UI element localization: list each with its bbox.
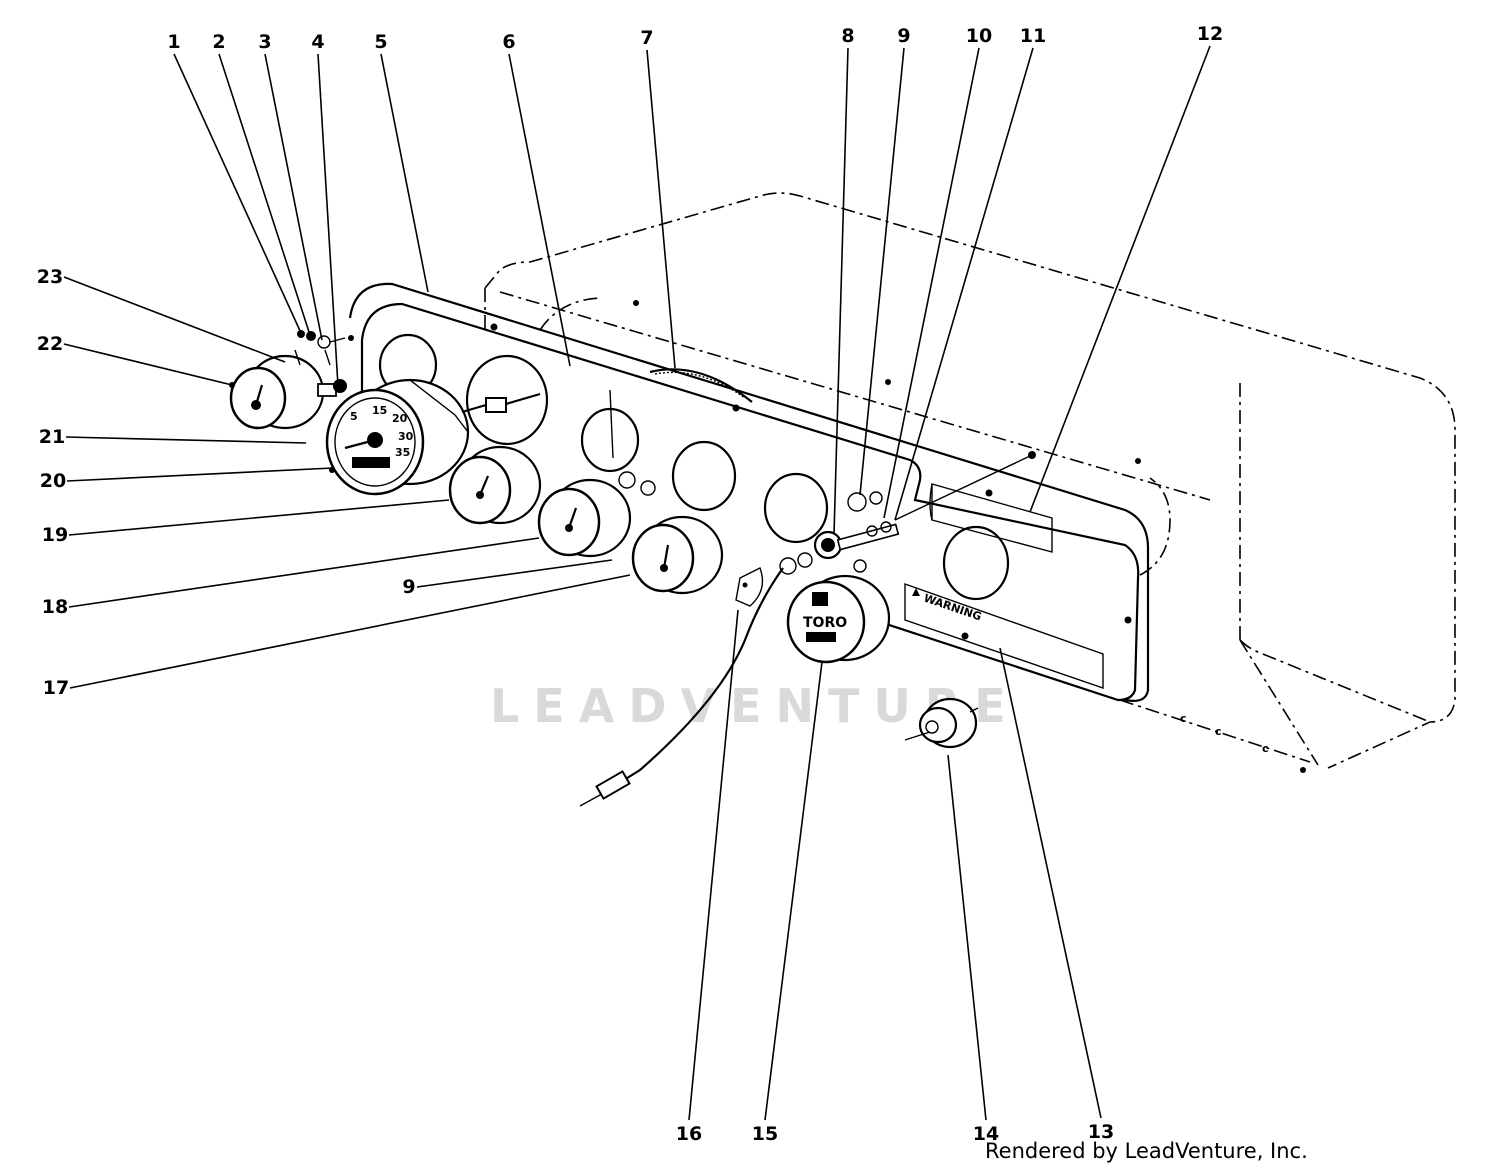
callout-18: 18 [42, 596, 68, 618]
leader-4 [317, 53, 339, 387]
leader-17 [69, 574, 631, 689]
decals: WARNING [904, 483, 1104, 689]
callout-8: 8 [841, 25, 854, 47]
leader-5 [380, 53, 429, 293]
cable-connector [461, 392, 541, 414]
leader-10 [883, 47, 980, 519]
svg-text:c: c [1262, 742, 1269, 755]
leader-7 [646, 49, 676, 369]
svg-text:15: 15 [372, 404, 387, 417]
gauge-18 [537, 471, 636, 558]
speedometer: 20 30 35 5 15 [325, 378, 470, 496]
callout-9: 9 [402, 576, 415, 598]
callout-4: 4 [311, 31, 324, 53]
leader-13 [999, 647, 1102, 1119]
callout-6: 6 [502, 31, 515, 53]
panel-holes [378, 333, 1010, 601]
callout-9: 9 [897, 25, 910, 47]
callout-2: 2 [212, 31, 225, 53]
callout-13: 13 [1088, 1121, 1114, 1143]
leader-9 [416, 559, 613, 588]
ignition-switch [813, 451, 1036, 560]
svg-text:30: 30 [398, 430, 414, 443]
leader-6 [508, 53, 571, 367]
speedometer-cable [599, 567, 784, 796]
leader-19 [68, 499, 450, 536]
callout-17: 17 [43, 677, 69, 699]
gauge-17 [631, 515, 724, 595]
gauge-22 [229, 354, 337, 430]
callout-7: 7 [640, 27, 653, 49]
callout-14: 14 [973, 1123, 999, 1145]
leader-lines [63, 45, 1211, 1121]
leader-2 [218, 53, 311, 336]
callout-19: 19 [42, 524, 68, 546]
callout-1: 1 [167, 31, 180, 53]
callout-5: 5 [374, 31, 387, 53]
callout-22: 22 [37, 333, 63, 355]
leader-20 [66, 467, 334, 482]
bulb-hardware [294, 330, 354, 393]
svg-text:35: 35 [395, 446, 410, 459]
leader-16 [688, 609, 739, 1121]
callout-15: 15 [752, 1123, 778, 1145]
credit-text: Rendered by LeadVenture, Inc. [985, 1139, 1308, 1163]
svg-text:c: c [1180, 712, 1187, 725]
warning-decal-text: WARNING [922, 592, 983, 624]
leader-15 [764, 661, 823, 1121]
callout-16: 16 [676, 1123, 702, 1145]
leader-14 [947, 754, 987, 1121]
callout-10: 10 [966, 25, 992, 47]
leader-11 [894, 47, 1034, 521]
leader-18 [68, 537, 540, 608]
svg-text:c: c [1215, 725, 1222, 738]
leader-12 [1029, 45, 1211, 513]
leader-22 [63, 343, 233, 386]
callout-23: 23 [37, 266, 63, 288]
grommet [649, 368, 753, 403]
leader-1 [173, 53, 302, 334]
leader-9 [859, 47, 905, 496]
gauge-19 [448, 445, 542, 525]
dash-bezel [348, 282, 1150, 702]
callout-11: 11 [1020, 25, 1046, 47]
callout-21: 21 [39, 426, 65, 448]
svg-text:20: 20 [392, 412, 408, 425]
hour-meter: TORO [786, 574, 891, 664]
callout-20: 20 [40, 470, 66, 492]
callout-12: 12 [1197, 23, 1223, 45]
leader-3 [264, 53, 323, 341]
leader-23 [63, 276, 286, 363]
pressure-switch [904, 697, 979, 749]
svg-text:5: 5 [350, 410, 358, 423]
callout-3: 3 [258, 31, 271, 53]
leader-8 [833, 47, 849, 535]
svg-text:TORO: TORO [803, 615, 847, 631]
leader-21 [65, 436, 307, 444]
console-housing: c c c [484, 192, 1456, 773]
